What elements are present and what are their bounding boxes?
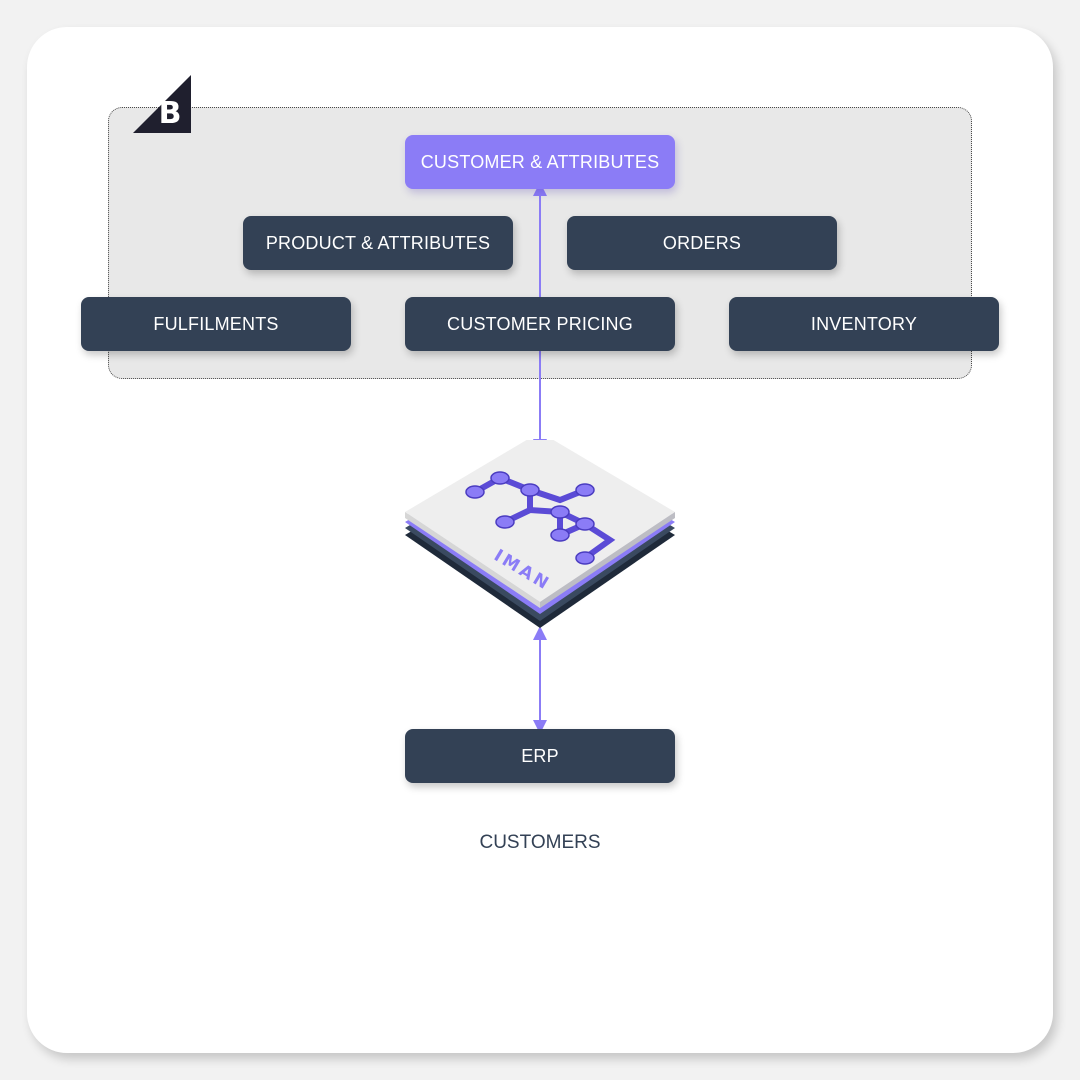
- caption-customers: CUSTOMERS: [479, 832, 601, 853]
- node-orders: ORDERS: [567, 216, 837, 270]
- node-customer-pricing: CUSTOMER PRICING: [405, 297, 675, 351]
- node-inventory: INVENTORY: [729, 297, 999, 351]
- node-erp: ERP: [405, 729, 675, 783]
- node-customer-attributes: CUSTOMER & ATTRIBUTES: [405, 135, 675, 189]
- bigcommerce-logo-icon: B: [133, 75, 191, 133]
- node-product-attributes: PRODUCT & ATTRIBUTES: [243, 216, 513, 270]
- svg-text:B: B: [159, 96, 182, 131]
- iman-platform-icon: IMAN: [405, 440, 675, 628]
- node-fulfilments: FULFILMENTS: [81, 297, 351, 351]
